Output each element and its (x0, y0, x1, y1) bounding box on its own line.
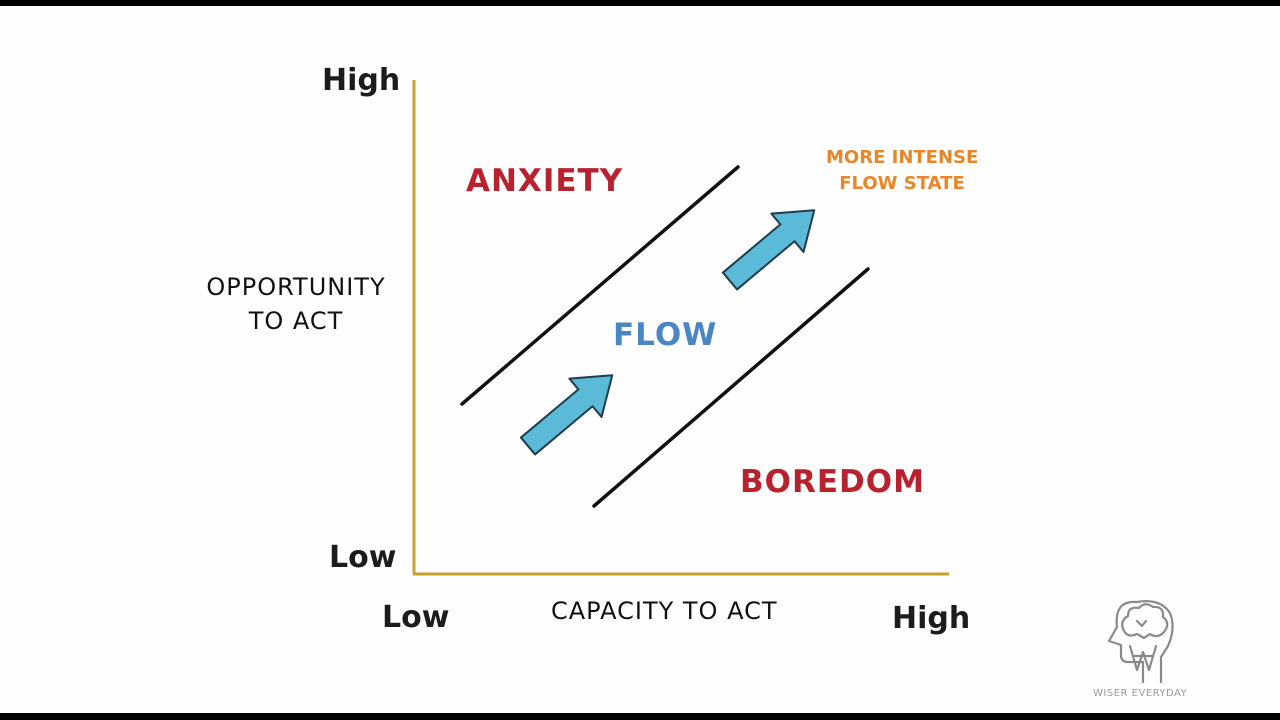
x-axis-low-label: Low (382, 600, 450, 635)
letterbox-bottom (0, 713, 1280, 720)
x-axis-high-label: High (892, 601, 971, 636)
annotation-line2: FLOW STATE (839, 173, 965, 194)
region-flow-label: FLOW (613, 317, 718, 353)
arrow-up-right-icon (721, 209, 816, 291)
intense-flow-annotation: MORE INTENSE FLOW STATE (826, 145, 978, 197)
arrow-up-right-icon (519, 374, 614, 456)
y-axis-title: OPPORTUNITY TO ACT (194, 270, 398, 338)
x-axis-title: CAPACITY TO ACT (551, 597, 778, 625)
annotation-line1: MORE INTENSE (826, 147, 979, 168)
region-anxiety-label: ANXIETY (466, 163, 624, 199)
channel-lower-line (592, 267, 870, 508)
region-boredom-label: BOREDOM (740, 464, 925, 500)
y-axis-title-line1: OPPORTUNITY (206, 273, 386, 301)
y-axis-low-label: Low (329, 540, 397, 575)
letterbox-top (0, 0, 1280, 6)
head-brain-icon (1107, 600, 1174, 684)
brand-logo-text: WISER EVERYDAY (1093, 688, 1188, 699)
y-axis-high-label: High (322, 63, 401, 98)
y-axis-title-line2: TO ACT (248, 307, 344, 335)
channel-upper-line (460, 165, 740, 406)
